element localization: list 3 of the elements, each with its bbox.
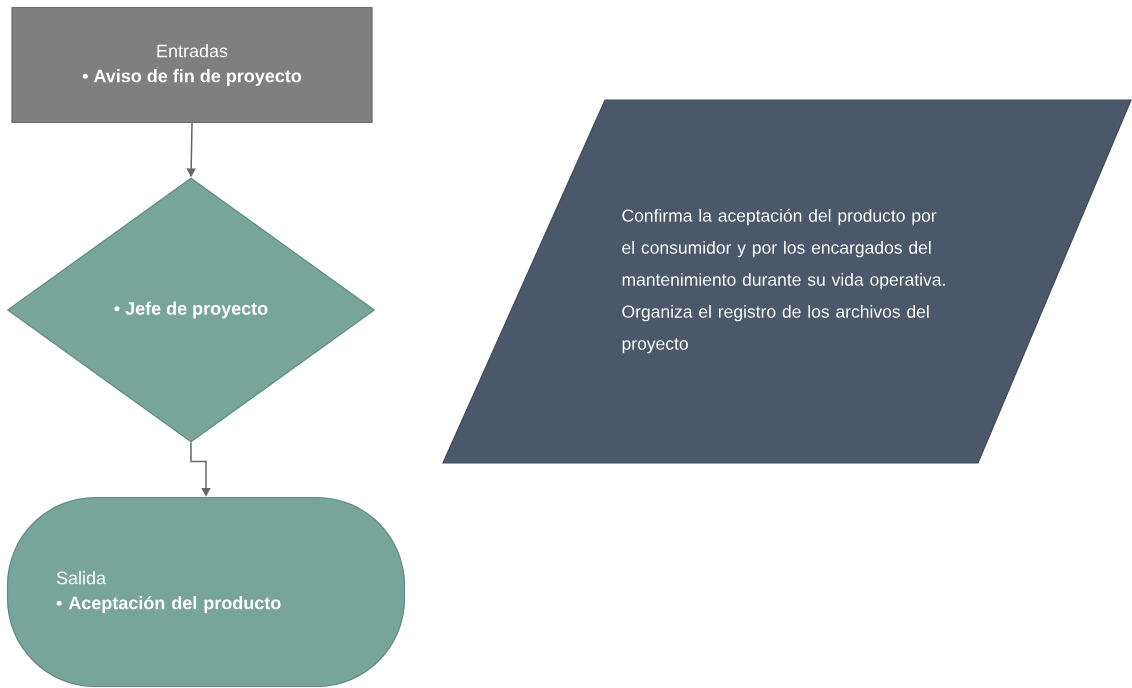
output-terminal: Salida • Aceptación del producto (6, 496, 406, 688)
input-box: Entradas • Aviso de fin de proyecto (11, 6, 373, 124)
data-parallelogram: Confirma la aceptación del producto por el consumidor y por los encargados del mantenimiento durante su vida operativa. Organiza el registro de los archivos del proyecto (442, 99, 1132, 464)
